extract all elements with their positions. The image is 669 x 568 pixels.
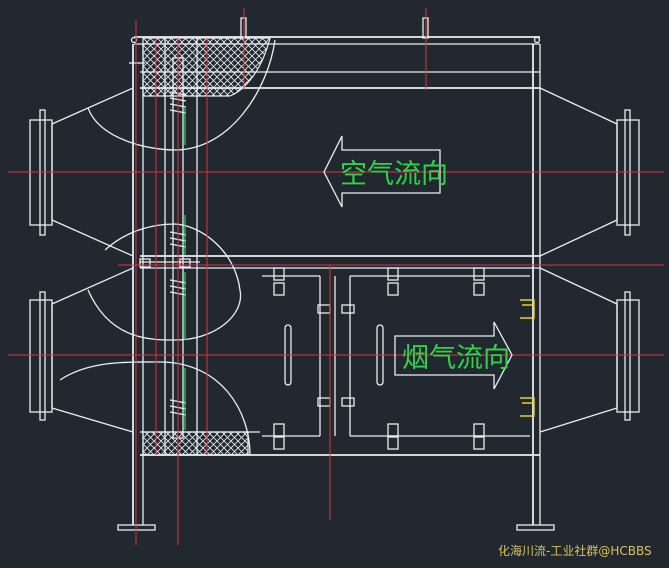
centerlines <box>8 8 664 545</box>
right-lower-outlet <box>539 267 640 433</box>
flue-gas-flow-arrow: 烟气流向 <box>394 321 513 390</box>
air-flow-label: 空气流向 <box>340 159 448 190</box>
left-lower-inlet <box>29 223 251 456</box>
watermark: 化海川流-工业社群@HCBBS <box>498 543 652 558</box>
top-nozzles <box>240 17 429 39</box>
clamps <box>273 267 485 450</box>
tube-sheet <box>139 38 200 455</box>
yellow-brackets <box>520 299 535 417</box>
air-flow-arrow: 空气流向 <box>323 135 448 208</box>
flue-gas-flow-label: 烟气流向 <box>402 343 510 374</box>
flue-gas-chambers <box>262 275 530 437</box>
support-feet <box>117 524 555 531</box>
